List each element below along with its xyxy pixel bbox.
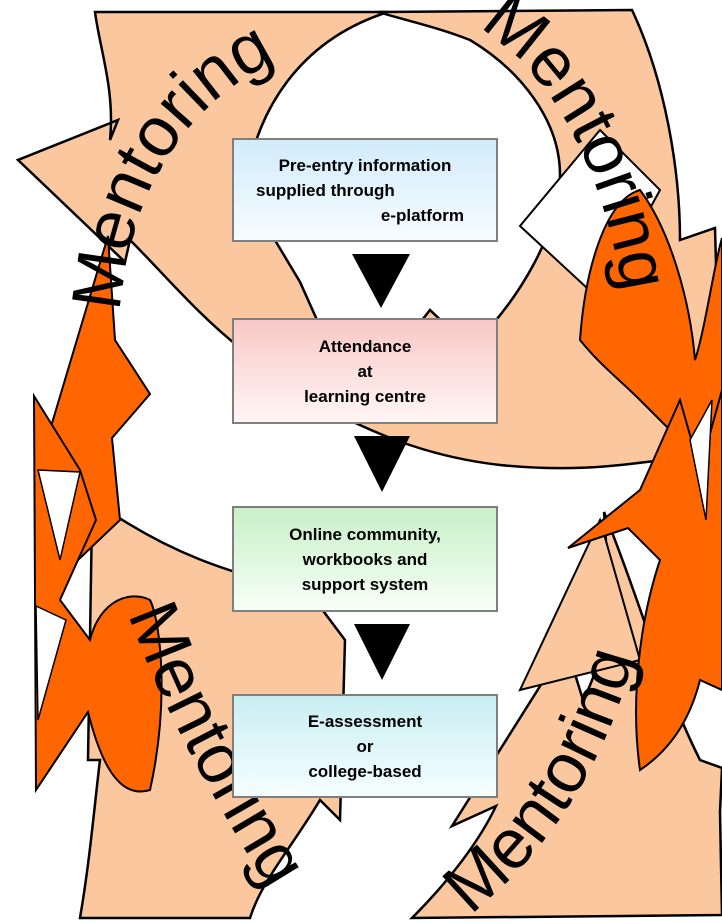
step-box-e-assessment: E-assessment or college-based <box>232 694 498 798</box>
step-box-attendance: Attendance at learning centre <box>232 318 498 424</box>
step-4-line-3: college-based <box>308 761 422 781</box>
bottom-right-inner-notch <box>518 517 642 692</box>
step-2-line-1: Attendance <box>318 336 412 356</box>
step-4-line-2: or <box>356 736 374 756</box>
step-1-line-1: Pre-entry information <box>278 155 452 175</box>
step-3-line-3: support system <box>301 574 429 594</box>
left-flame-window-2 <box>35 604 67 721</box>
left-flame-window-1 <box>37 469 81 561</box>
step-arrow-2 <box>354 436 410 492</box>
step-1-line-3: e-platform <box>380 205 464 225</box>
step-3-line-2: workbooks and <box>302 549 428 569</box>
step-box-pre-entry: Pre-entry information supplied through e… <box>232 138 498 242</box>
right-flame-upper <box>578 188 722 473</box>
step-1-line-2: supplied through <box>256 180 395 200</box>
right-flame-window <box>689 399 713 521</box>
right-return-wedge <box>518 128 662 302</box>
step-arrow-1 <box>352 254 410 308</box>
right-flame-lower <box>567 389 722 772</box>
step-4-line-1: E-assessment <box>307 711 423 731</box>
step-3-line-1: Online community, <box>289 524 441 544</box>
step-2-line-3: learning centre <box>304 386 426 406</box>
step-2-line-2: at <box>357 361 373 381</box>
step-box-online-community: Online community, workbooks and support … <box>232 506 498 612</box>
step-arrow-3 <box>354 624 410 680</box>
